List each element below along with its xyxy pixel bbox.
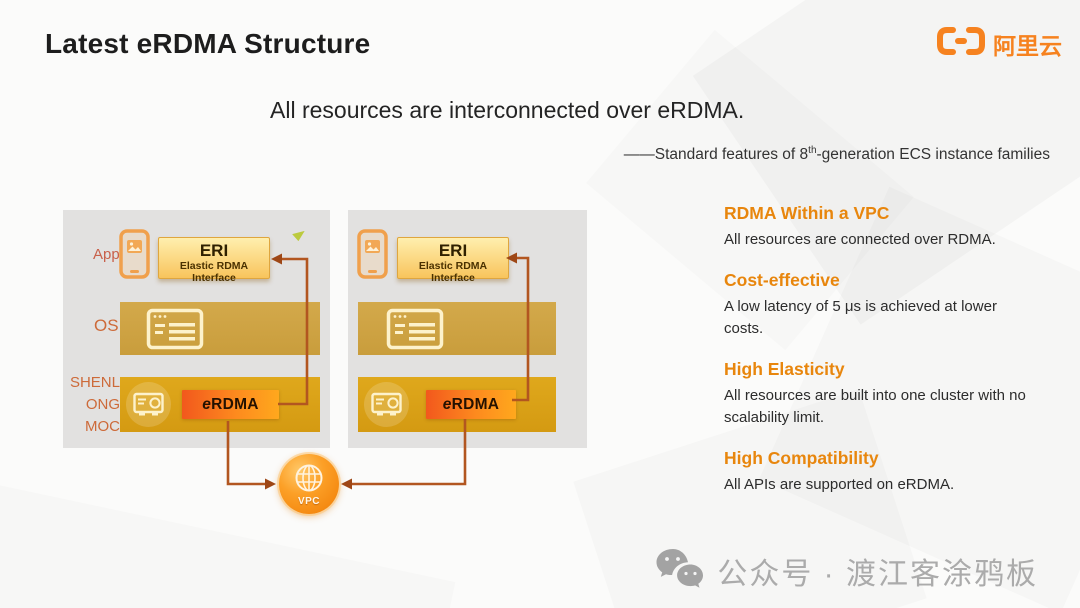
feature-heading: High Compatibility [724,448,879,468]
feature-heading: RDMA Within a VPC [724,203,890,223]
feature-body: All APIs are supported on eRDMA. [724,476,955,493]
nic-card-icon [364,382,409,427]
smartphone-app-icon [118,229,154,286]
feature-item: Cost-effective A low latency of 5 μs is … [724,270,1059,340]
feature-heading: High Elasticity [724,359,845,379]
erdma-box: eRDMA [426,390,516,419]
app-label: App [93,246,120,263]
smartphone-app-icon [356,229,392,286]
vpc-label: VPC [297,495,321,507]
shenlong-moc-layer-bar: eRDMA [358,377,556,432]
eri-title: ERI [199,241,229,260]
feature-item: High Elasticity All resources are built … [724,359,1059,429]
slide-subtitle: All resources are interconnected over eR… [270,97,745,123]
shenlong-moc-label: SHENL ONG MOC [69,374,120,435]
wechat-icon [655,547,705,594]
shenlong-moc-layer-bar: eRDMA [120,377,320,432]
feature-item: RDMA Within a VPC All resources are conn… [724,203,1059,251]
host-panel-1: App ERI Elastic RDMA Interface OS [63,210,330,448]
erdma-label: eRDMA [202,395,259,413]
erdma-box: eRDMA [182,390,279,419]
tagline: ——Standard features of 8th-generation EC… [623,145,1050,164]
feature-heading: Cost-effective [724,270,840,290]
feature-body: A low latency of 5 μs is achieved at low… [724,298,997,337]
watermark-text: 公众号 · 渡江客涂鸦板 [717,557,1038,591]
feature-body: All resources are connected over RDMA. [724,231,996,248]
globe-icon [293,462,325,499]
nic-card-icon [126,382,171,427]
os-window-icon [146,308,204,355]
eri-subtitle: Elastic RDMA Interface [418,260,488,284]
os-label: OS [94,316,119,335]
feature-body: All resources are built into one cluster… [724,387,1026,426]
logo-text: 阿里云 [993,32,1062,59]
os-layer-bar [358,302,556,355]
watermark: 公众号 · 渡江客涂鸦板 [655,547,1038,594]
features-panel: RDMA Within a VPC All resources are conn… [724,203,1059,515]
feature-item: High Compatibility All APIs are supporte… [724,448,1059,496]
os-window-icon [386,308,444,355]
eri-box: ERI Elastic RDMA Interface [397,237,509,284]
host-panel-2: ERI Elastic RDMA Interface [348,210,587,448]
page-title: Latest eRDMA Structure [45,28,371,59]
os-layer-bar [120,302,320,355]
erdma-label: eRDMA [442,395,500,413]
eri-title: ERI [438,241,468,260]
eri-subtitle: Elastic RDMA Interface [179,260,249,284]
alibaba-cloud-logo: 阿里云 [935,24,1062,63]
vpc-node: VPC [279,454,339,514]
alibaba-cloud-bracket-icon [935,24,987,63]
eri-box: ERI Elastic RDMA Interface [158,237,270,284]
background-facet [0,478,455,608]
